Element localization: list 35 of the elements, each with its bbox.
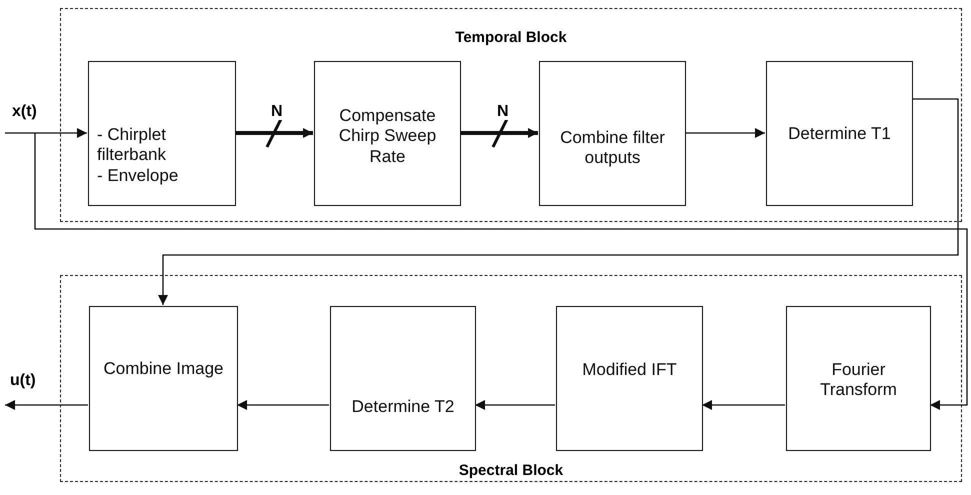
process-box bbox=[314, 61, 461, 206]
arrow bbox=[475, 400, 555, 410]
arrow bbox=[460, 128, 538, 138]
process-box bbox=[539, 61, 686, 206]
group-title: Temporal Block bbox=[455, 29, 567, 46]
process-box bbox=[786, 306, 931, 451]
process-box bbox=[556, 306, 703, 451]
arrow bbox=[235, 128, 313, 138]
process-box bbox=[88, 61, 236, 206]
arrow bbox=[34, 133, 968, 410]
arrow bbox=[5, 128, 87, 138]
dashed-group-frame bbox=[60, 8, 962, 222]
arrow bbox=[702, 400, 785, 410]
box-text: - Envelope bbox=[97, 166, 178, 186]
process-box bbox=[766, 61, 913, 206]
edge-label: x(t) bbox=[12, 104, 37, 120]
box-text: Determine T1 bbox=[788, 124, 891, 144]
box-text: Fourier Transform bbox=[819, 360, 898, 401]
box-text: Combine filter outputs bbox=[559, 128, 666, 169]
process-box bbox=[330, 306, 476, 451]
dashed-group-frame bbox=[60, 275, 962, 482]
box-text: - Chirplet filterbank bbox=[97, 124, 167, 166]
arrow bbox=[5, 400, 88, 410]
edge-label: u(t) bbox=[10, 373, 36, 389]
edge-label: N bbox=[497, 104, 509, 120]
arrow bbox=[158, 98, 959, 305]
box-text: Modified IFT bbox=[582, 360, 677, 380]
box-text: Determine T2 bbox=[352, 397, 454, 418]
edge-label: N bbox=[271, 104, 283, 120]
arrow bbox=[237, 400, 329, 410]
arrow bbox=[685, 128, 765, 138]
box-text: Combine Image bbox=[103, 359, 224, 380]
box-text: Compensate Chirp Sweep Rate bbox=[338, 106, 438, 168]
group-title: Spectral Block bbox=[458, 462, 564, 479]
process-box bbox=[89, 306, 238, 451]
